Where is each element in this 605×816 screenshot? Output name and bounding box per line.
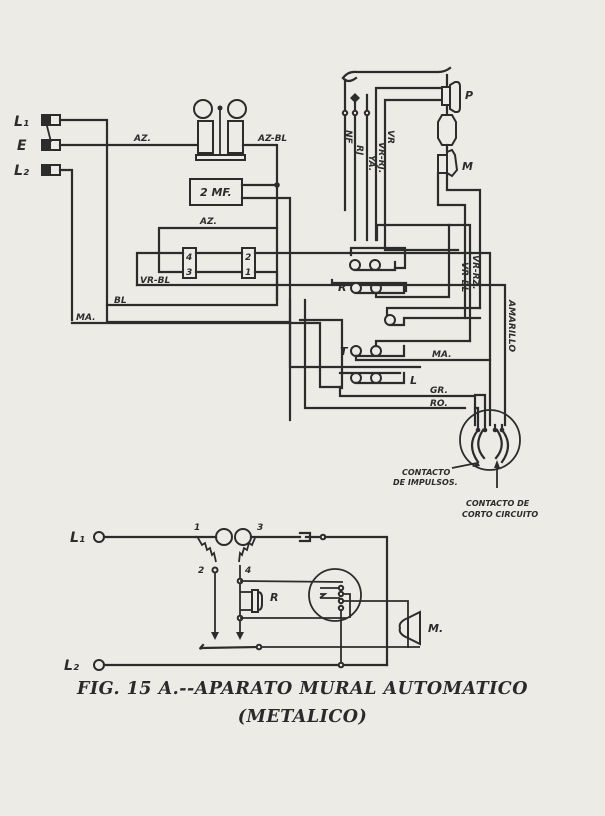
wire-label-az-2: AZ. [199,217,217,227]
wire-az-bl [241,143,279,302]
node-2: 2 [198,566,204,576]
coil-terminal-4: 4 [185,253,192,263]
wire-label-vr: VR [385,130,395,144]
bell-gong-left [193,99,213,119]
wire-bus-2 [298,318,344,390]
dial-outer-ring [459,409,521,471]
microphone-label: M. [428,622,443,635]
lower-terminal-label-l1: L₁ [70,530,85,546]
node-1: 1 [194,523,200,533]
terminal-l1 [41,114,61,126]
wire-label-vr-rj: VR-RJ. [376,142,386,173]
junction-dot [274,182,280,188]
wire-label-rj: RJ [354,145,364,156]
wire-l2 [58,168,74,322]
ringer-gong-left [215,528,233,546]
coil-terminal-1: 1 [245,268,251,278]
wire-label-ya: YA. [366,155,376,171]
hook-cradle: NF RJ YA. [341,66,452,242]
wire-4-vr-bl [135,251,185,287]
arrow-down-icon [236,632,244,640]
node-3: 3 [257,523,263,533]
wire-bus-ro [303,298,467,410]
wire-label-gr: GR. [430,386,448,396]
handset-label-p: P [465,89,473,102]
spring-1-2 [197,537,217,563]
hookswitch-lever [199,643,260,650]
lower-schematic: L₁ 1 3 2 4 R [64,523,443,674]
wire-label-vr-rz: VR-RZ. [470,255,480,290]
upper-schematic: L₁ E L₂ AZ. [14,66,538,519]
microphone [398,616,409,640]
wire-vr-rj [374,86,448,242]
strap-l1-e [45,121,52,143]
wire-label-nf: NF [343,130,353,145]
lower-terminal-l2 [93,659,105,671]
bell-gong-right [227,99,247,119]
receiver-p [449,81,461,113]
wire-l1 [58,118,292,324]
bell-coil-left [197,120,214,154]
arrow-down-icon [211,632,219,640]
lower-dial [308,568,362,622]
wire-amarillo [348,251,492,427]
hookswitch-springs: R T MA. L GR. RO. [330,223,492,427]
cradle-diamond-icon [350,93,360,103]
ringer [193,99,247,161]
coil-terminal-2: 2 [245,253,251,263]
wire-vr [383,98,460,252]
terminal-label-l2: L₂ [14,163,30,179]
switch-label-t: T [340,345,349,358]
wire-label-vr-bl-right: VR-BL [459,262,469,292]
bell-base [195,154,246,161]
lower-terminal-l1 [93,531,105,543]
short-circuit-contact-label-2: CORTO CIRCUITO [462,510,538,519]
wire-az-2 [157,226,279,274]
switch-label-l: L [410,374,417,387]
figure-caption-title: FIG. 15 A.--APARATO MURAL AUTOMATICO [77,679,528,699]
terminal-label-e: E [17,138,27,154]
rotary-dial [451,393,521,488]
condenser-label: 2 MF. [200,186,232,199]
terminal-l2 [41,164,61,176]
wire-label-ma: MA. [76,313,96,323]
wire-label-amarillo: AMARILLO [506,299,516,352]
terminal-label-l1: L₁ [14,114,29,130]
wire-mic-1 [445,171,482,310]
figure-caption-subtitle: (METALICO) [237,707,368,727]
switch-label-r: R [338,281,346,294]
receiver-label: R [270,591,278,604]
wire-label-ro: RO. [430,399,448,409]
wire-mic-2 [436,171,467,320]
wire-cap-right [323,535,389,667]
short-circuit-contact-label-1: CONTACTO DE [466,499,530,508]
handset-label-m: M [462,160,473,173]
wire-condenser-bottom [240,196,292,422]
induction-coil-block-right [241,247,256,279]
coil-terminal-3: 3 [186,268,192,278]
wire-ma [70,321,342,389]
lower-terminal-label-l2: L₂ [64,658,80,674]
wire-label-az-bl: AZ-BL [257,134,287,144]
handset: P M [437,73,473,178]
wire-amarillo-outer [358,283,507,427]
spring-3-4 [238,537,256,563]
wire-label-ma-right: MA. [432,350,452,360]
condenser [189,178,243,206]
induction-coil-block-left [182,247,197,279]
wire-vr-rz [375,223,472,343]
wire-label-bl: BL [114,296,127,306]
impulse-contact-label-1: CONTACTO [402,468,450,477]
impulse-contact-label-2: DE IMPULSOS. [393,478,458,487]
wire-label-vr-bl: VR-BL [140,276,170,286]
transmitter-m [446,148,459,178]
wire-1-bl [105,270,279,307]
bell-coil-right [227,120,244,154]
wire-bus-1 [288,298,422,369]
handle-grip [437,114,457,146]
wire-label-az: AZ. [133,134,151,144]
node-4: 4 [244,566,251,576]
